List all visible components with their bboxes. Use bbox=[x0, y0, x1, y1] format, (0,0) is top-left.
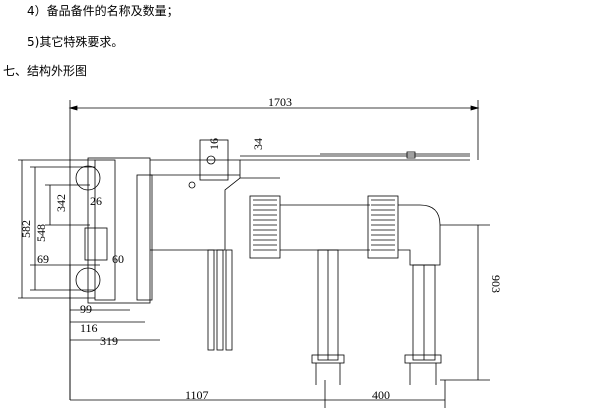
section-title: 七、结构外形图 bbox=[3, 64, 88, 78]
dim-label-582: 582 bbox=[19, 220, 33, 238]
dim-lines-bottom bbox=[70, 309, 446, 408]
dim-label-16: 16 bbox=[207, 138, 221, 150]
dim-label-342: 342 bbox=[54, 194, 68, 212]
dim-label-60: 60 bbox=[112, 252, 124, 266]
left-contact-arm bbox=[249, 195, 370, 385]
requirement-item-5: 5)其它特殊要求。 bbox=[27, 35, 124, 49]
dim-label-1107: 1107 bbox=[185, 388, 209, 402]
dim-label-548: 548 bbox=[34, 224, 48, 242]
dim-label-116: 116 bbox=[80, 321, 98, 335]
requirement-item-4: 4）备品备件的名称及数量； bbox=[27, 4, 179, 18]
dim-label-903: 903 bbox=[489, 275, 503, 293]
dim-label-319: 319 bbox=[100, 334, 118, 348]
dim-label-69: 69 bbox=[37, 252, 49, 266]
dim-label-1703: 1703 bbox=[268, 95, 292, 109]
dim-label-26: 26 bbox=[90, 194, 102, 208]
mechanism-body bbox=[75, 139, 470, 351]
dim-label-400: 400 bbox=[372, 388, 390, 402]
dim-label-34: 34 bbox=[251, 138, 265, 150]
dim-line-right-903 bbox=[440, 224, 490, 381]
dim-label-99: 99 bbox=[80, 302, 92, 316]
right-contact-arm bbox=[367, 195, 442, 385]
